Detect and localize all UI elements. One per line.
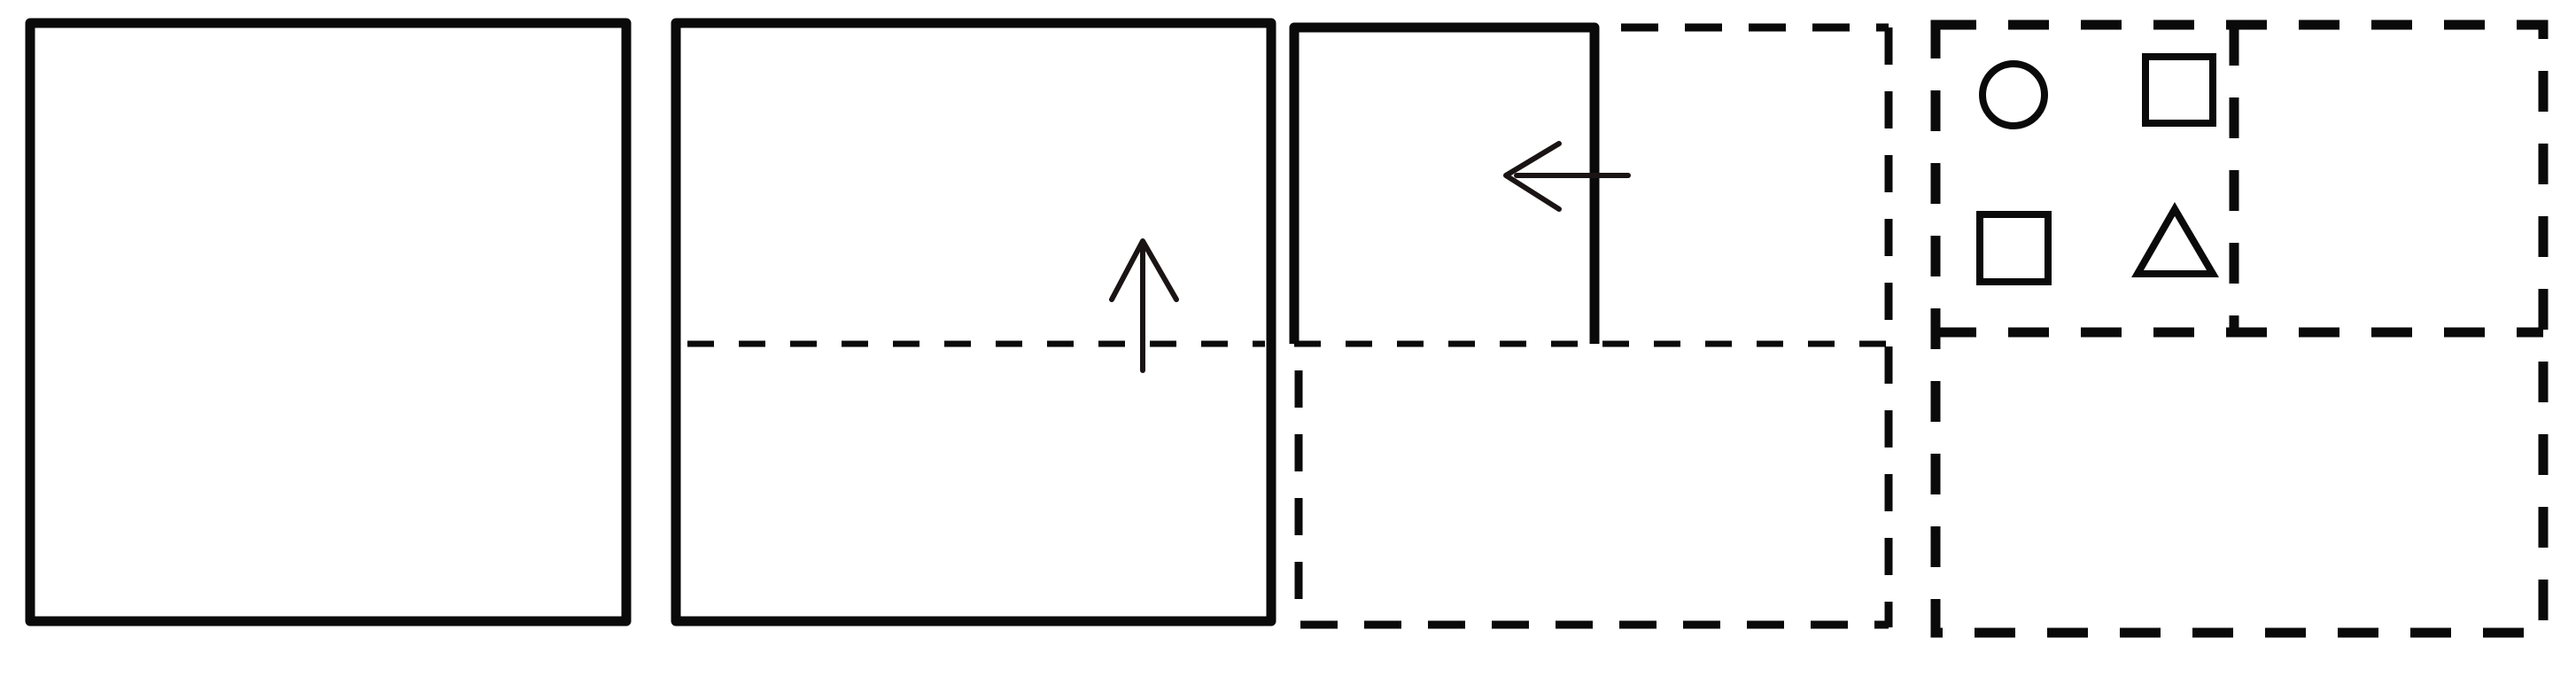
panel-3-fold-left: [1289, 22, 1893, 629]
square-icon: [1976, 211, 2052, 285]
square-icon: [2142, 53, 2216, 127]
panel-1-plain-sheet: [25, 18, 632, 626]
folded-half-outline: [1289, 22, 1600, 344]
sheet-outline: [671, 18, 1276, 626]
panel-4-punched-shapes: [1930, 19, 2549, 638]
panel-2-fold-up: [671, 18, 1276, 626]
left-arrow-icon: [1503, 141, 1631, 212]
circle-icon: [1979, 60, 2048, 129]
up-arrow-icon: [1109, 238, 1179, 373]
triangle-icon: [2131, 202, 2219, 277]
sheet-outline: [25, 18, 632, 626]
